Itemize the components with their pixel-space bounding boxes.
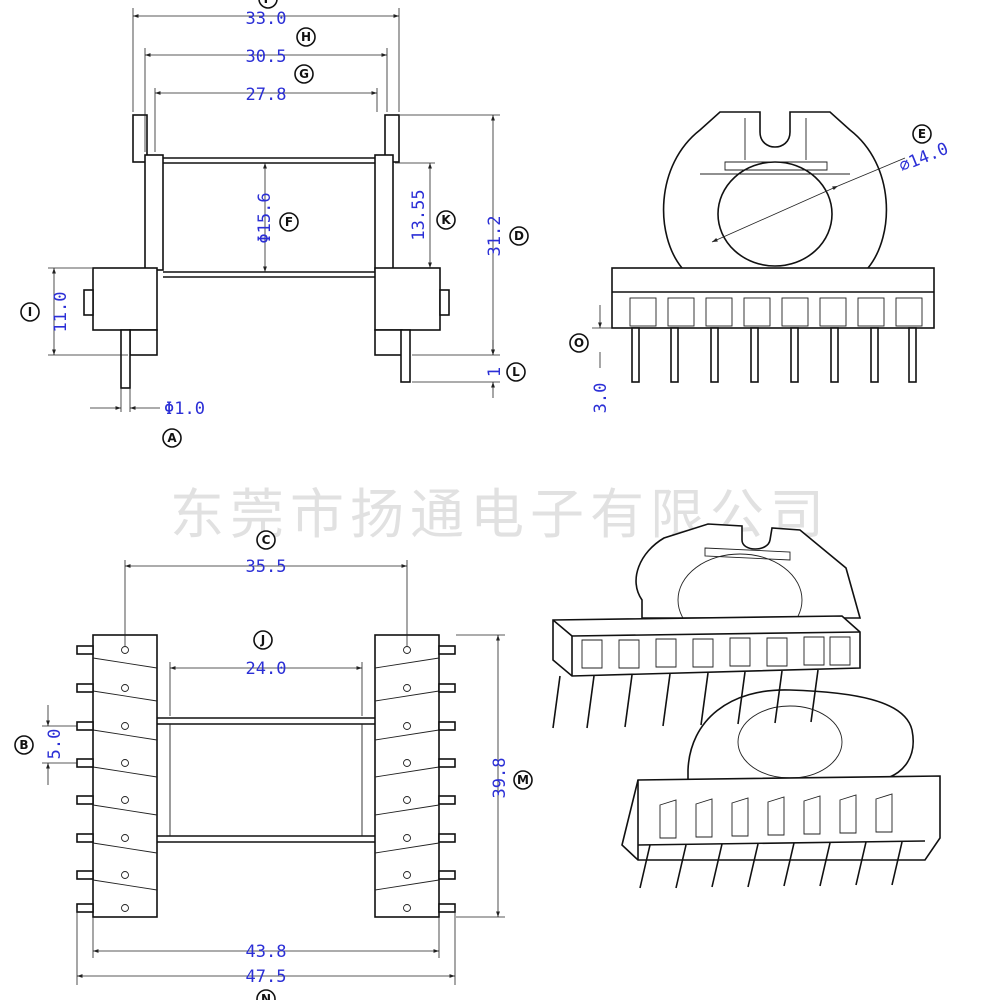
dim-height: 31.2 [485, 216, 505, 257]
bottom-view: 35.5 C 24.0 J 5.0 B 39.8 M 43.8 47 [14, 530, 533, 1000]
tag-pin-standoff: O [574, 336, 584, 350]
tag-inner-width: H [301, 30, 311, 44]
side-view: ⌀14.0 E 3.0 O [569, 111, 951, 414]
tag-core-width: G [299, 67, 309, 81]
dim-length: 39.8 [490, 758, 510, 799]
dim-base-height: 11.0 [51, 292, 71, 333]
tag-row-spacing: C [262, 533, 271, 547]
tag-overall-width-bottom: N [261, 992, 271, 1000]
dim-core-width-bottom: 24.0 [246, 659, 287, 679]
tag-flange-step: K [441, 213, 451, 227]
dim-row-spacing: 35.5 [246, 557, 287, 577]
front-view: 33.0 P 30.5 H 27.8 G Φ15.6 F 13.55 K 31. [20, 0, 529, 448]
dim-overall-width: 33.0 [246, 9, 287, 29]
dim-base-width: 43.8 [246, 942, 287, 962]
tag-core-dia: F [285, 215, 293, 229]
dim-core-dia: Φ15.6 [255, 192, 275, 243]
tag-overall-width: P [264, 0, 273, 6]
dim-bore-dia: ⌀14.0 [896, 139, 951, 177]
tag-pin-length: L [512, 365, 520, 379]
dim-flange-step: 13.55 [409, 189, 429, 240]
left-pin-row [76, 645, 158, 913]
dim-pin-dia: Φ1.0 [164, 399, 205, 419]
tag-length: M [517, 773, 529, 787]
iso-bottom-slots [659, 793, 893, 839]
tag-pin-pitch: B [19, 738, 28, 752]
iso-top-pins [552, 669, 819, 729]
tag-core-width-bottom: J [260, 633, 265, 647]
iso-bottom-pins [639, 841, 903, 889]
dim-pin-pitch: 5.0 [45, 729, 65, 760]
tag-base-height: I [28, 305, 32, 319]
iso-top-slots [581, 636, 851, 669]
tag-height: D [514, 229, 524, 243]
dim-overall-width-bottom: 47.5 [246, 967, 287, 987]
side-pins [631, 327, 917, 383]
dim-pin-standoff: 3.0 [591, 383, 611, 414]
tag-pin-dia: A [167, 431, 177, 445]
isometric-view [552, 523, 941, 889]
dim-inner-width: 30.5 [246, 47, 287, 67]
dim-core-width: 27.8 [246, 85, 287, 105]
right-pin-row [374, 645, 456, 913]
side-pin-slots [629, 297, 923, 327]
tag-bore-dia: E [918, 127, 926, 141]
dim-pin-length: 1 [485, 367, 505, 377]
